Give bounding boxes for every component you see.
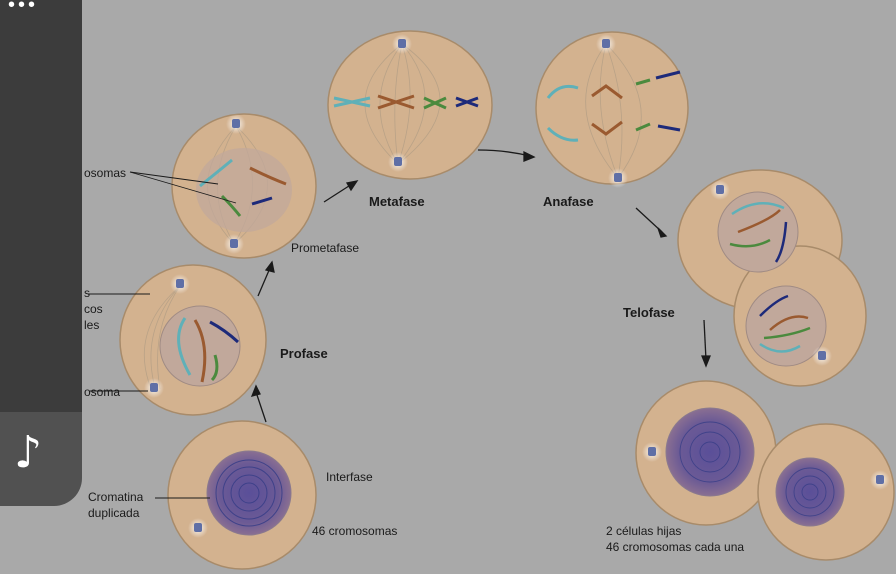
start-chromosome-count: 46 cromosomas bbox=[312, 524, 398, 538]
anaphase-label: Anafase bbox=[543, 194, 594, 209]
chromatin-label: Cromatina bbox=[88, 490, 144, 504]
interphase-label: Interfase bbox=[326, 470, 373, 484]
metaphase-label: Metafase bbox=[369, 194, 425, 209]
spindle-callout-3: les bbox=[84, 318, 100, 332]
callout-lines bbox=[88, 171, 237, 499]
interphase-cell bbox=[167, 420, 317, 570]
spindle-callout-2: cos bbox=[84, 302, 103, 316]
process-arrows bbox=[250, 149, 711, 423]
prophase-cell bbox=[119, 264, 267, 416]
centrosome-callout: osoma bbox=[84, 385, 121, 399]
music-button[interactable]: ♪ bbox=[0, 412, 82, 506]
result-chromosome-count: 46 cromosomas cada una bbox=[606, 540, 745, 554]
prophase-label: Profase bbox=[280, 346, 328, 361]
centrosome-icon bbox=[194, 523, 202, 532]
anaphase-cell bbox=[535, 31, 689, 188]
metaphase-cell bbox=[327, 30, 493, 180]
spindle-callout-1: s bbox=[84, 286, 90, 300]
ellipsis-icon[interactable]: ••• bbox=[8, 0, 39, 16]
music-note-icon: ♪ bbox=[14, 427, 43, 478]
chromosomes-callout: osomas bbox=[84, 166, 127, 180]
result-daughter-cells: 2 células hijas bbox=[606, 524, 682, 538]
telophase-label: Telofase bbox=[623, 305, 675, 320]
daughter-cells bbox=[635, 380, 895, 561]
chromatin-label-2: duplicada bbox=[88, 506, 140, 520]
side-panel: ••• bbox=[0, 0, 82, 412]
telophase-cells bbox=[677, 169, 867, 387]
prometaphase-cell bbox=[171, 113, 317, 259]
prometaphase-label: Prometafase bbox=[291, 241, 360, 255]
